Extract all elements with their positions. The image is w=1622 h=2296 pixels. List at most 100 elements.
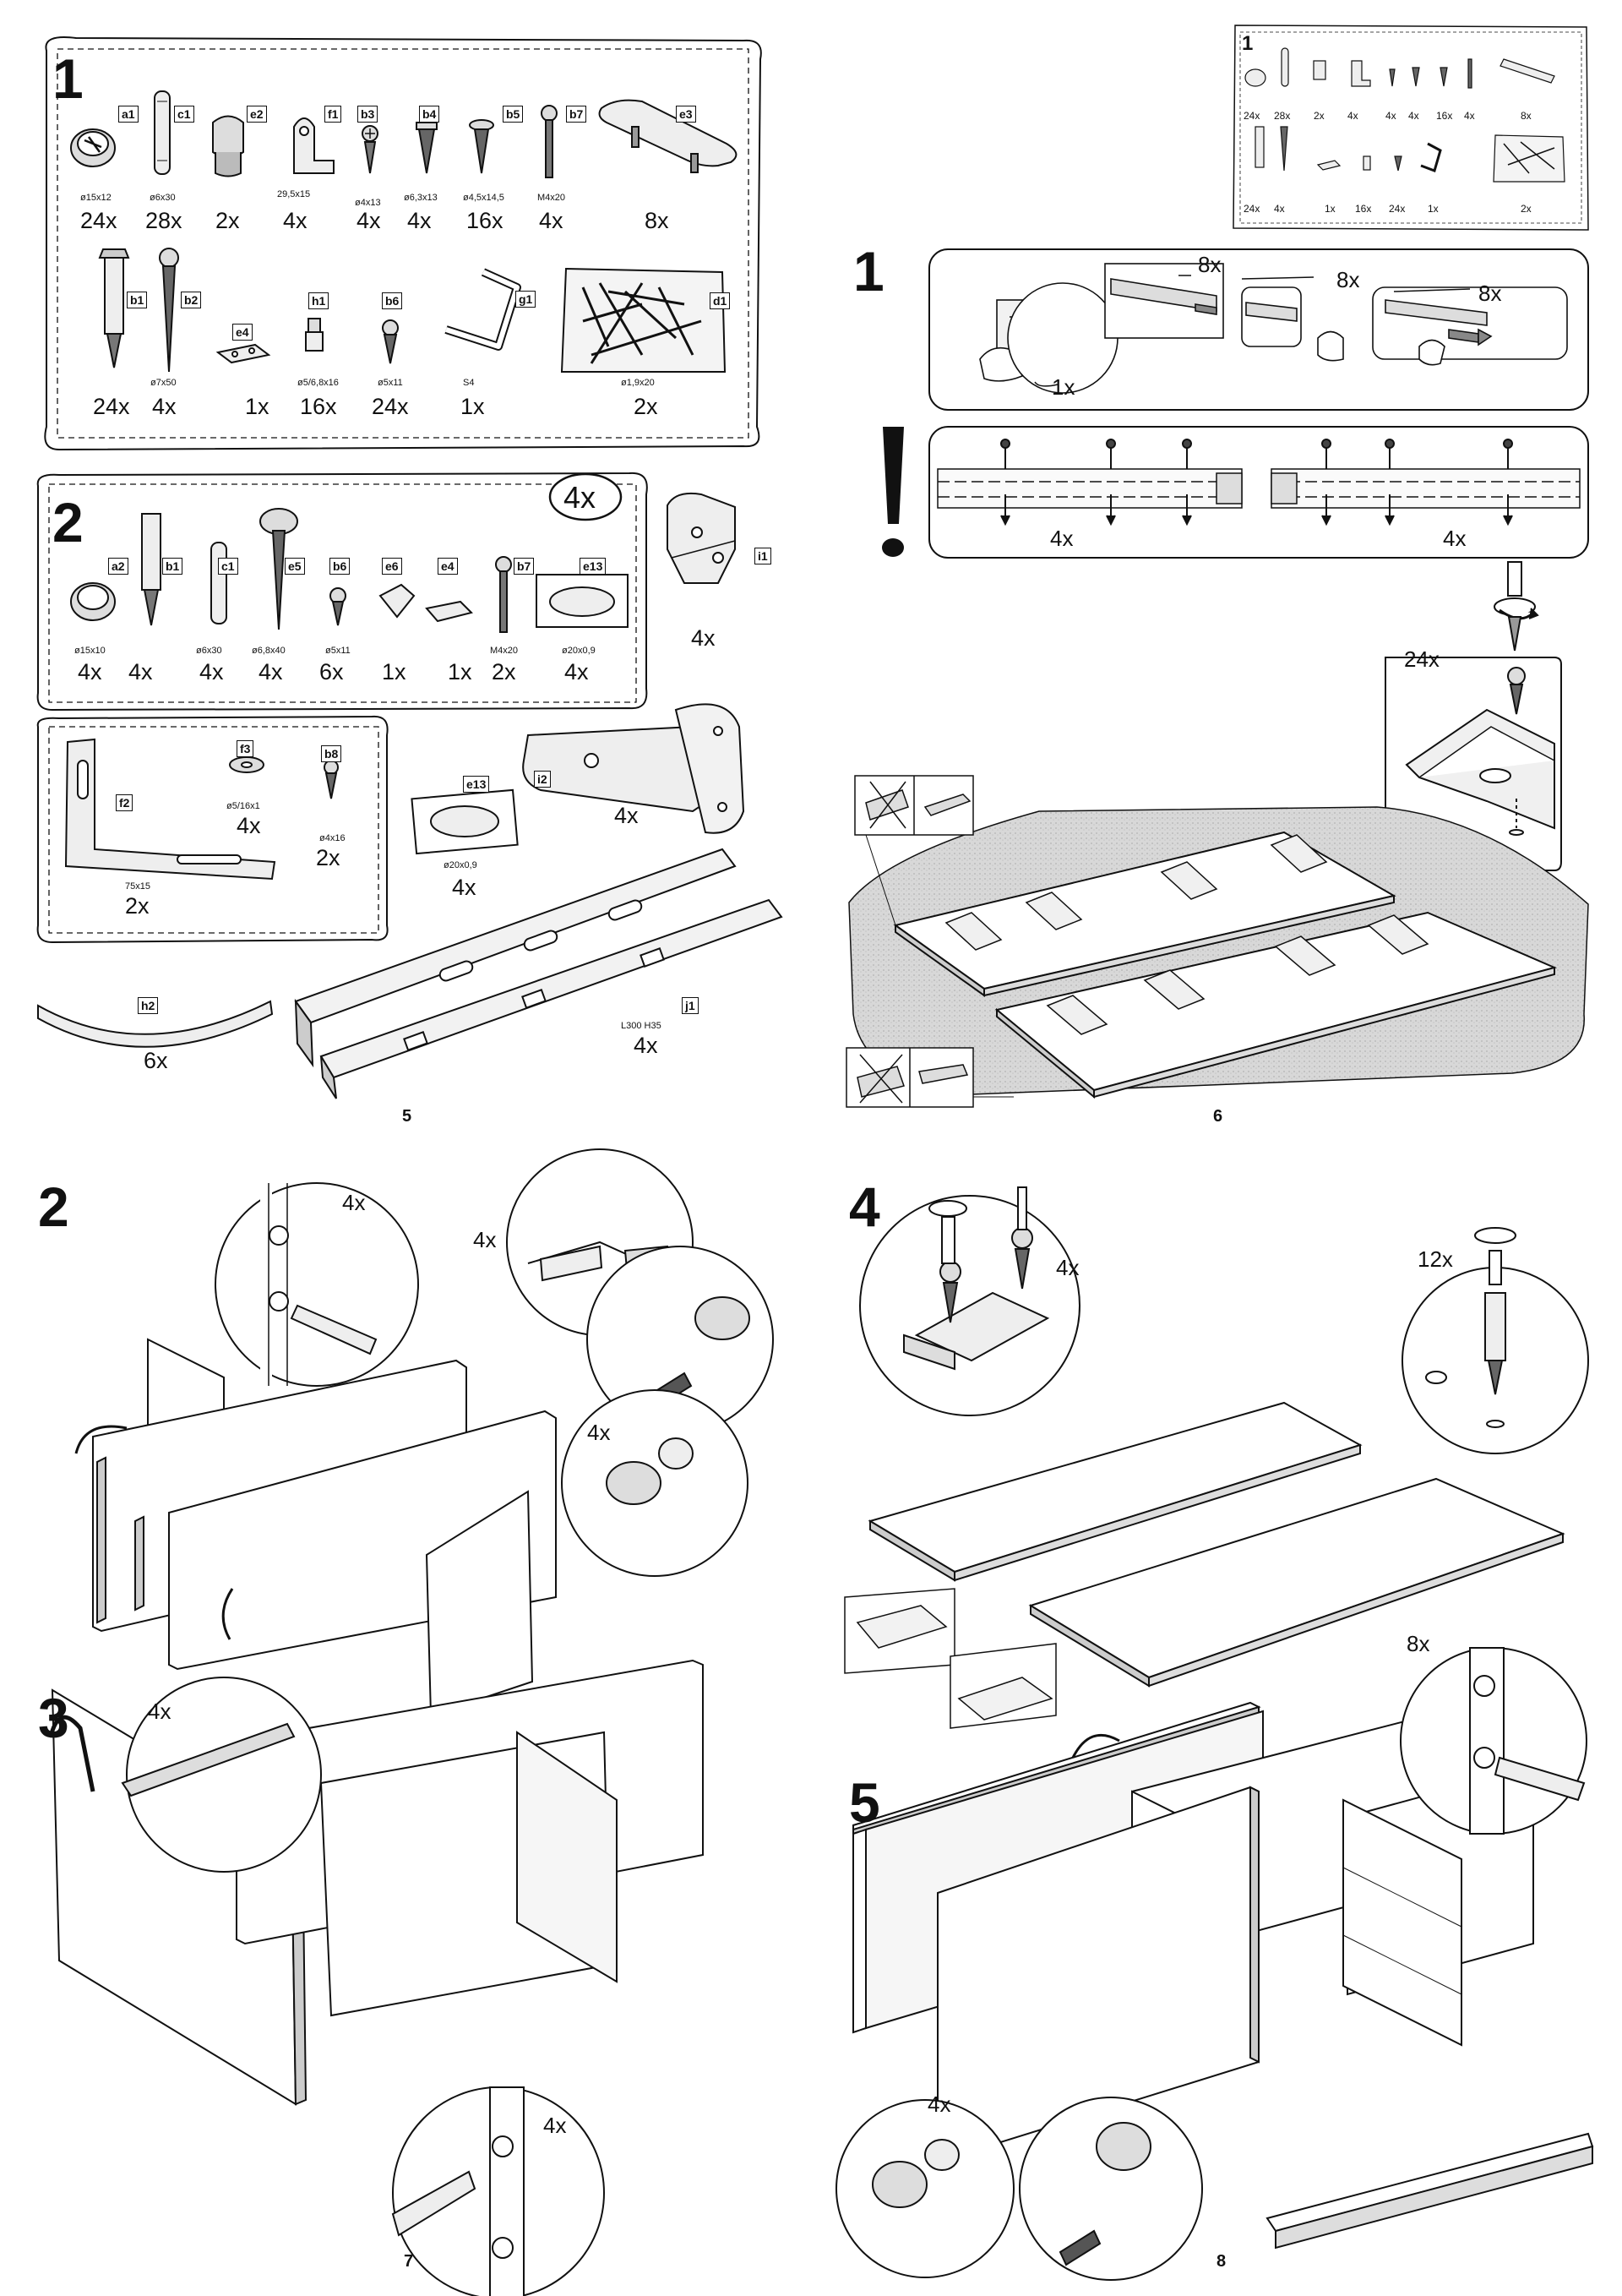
code-j1: j1 (682, 997, 699, 1014)
dim-f3: ø5/16x1 (226, 801, 260, 811)
code-i2: i2 (534, 771, 551, 788)
qty-j1: 4x (634, 1033, 658, 1058)
mini-qty-7: 16x (1436, 110, 1453, 122)
qty-b7: 4x (539, 208, 563, 233)
mini-inventory-drawings (1244, 47, 1565, 183)
code-b2: b2 (181, 292, 202, 308)
mini-qty-8: 4x (1464, 110, 1475, 122)
slides-label-2: 8x (1336, 267, 1360, 292)
p2-dim-b7: M4x20 (490, 646, 519, 656)
dim-b5: ø4,5x14,5 (463, 193, 504, 203)
p2-code-b6: b6 (329, 558, 351, 575)
mini-qty-15: 1x (1428, 203, 1439, 215)
qty-b3: 4x (357, 208, 381, 233)
code-e13-loose: e13 (463, 776, 490, 793)
p2-qty-e4: 1x (448, 659, 472, 684)
p7-step3-number: 3 (38, 1687, 69, 1749)
code-b4: b4 (419, 106, 440, 123)
code-b7: b7 (566, 106, 587, 123)
p2-code-b1: b1 (162, 558, 183, 575)
corner-detail-top (854, 775, 974, 926)
p2-qty-i1: 4x (691, 625, 716, 651)
mini-qty-11: 4x (1274, 203, 1285, 215)
shelf-boards (893, 831, 1558, 1099)
p2-code-e4: e4 (438, 558, 458, 575)
qty-d1: 2x (634, 394, 658, 419)
qty-c1: 28x (145, 208, 182, 233)
p2-qty-e6: 1x (382, 659, 406, 684)
p2-dim-b6: ø5x11 (325, 646, 351, 656)
code-f3: f3 (237, 740, 254, 757)
panel2-multiplier-bubble (548, 472, 623, 521)
p2-qty-b6: 6x (319, 659, 344, 684)
p2-qty-b1: 4x (128, 659, 153, 684)
mini-qty-13: 16x (1355, 203, 1372, 215)
p8-arrow (1071, 1733, 1120, 1759)
mini-qty-16: 2x (1521, 203, 1532, 215)
slides-label-3: 8x (1478, 281, 1502, 306)
code-c1: c1 (174, 106, 194, 123)
page-number-7: 7 (404, 2252, 414, 2271)
dim-b8: ø4x16 (319, 833, 346, 843)
mini-qty-14: 24x (1389, 203, 1406, 215)
qty-h1: 16x (300, 394, 337, 419)
qty-b2: 4x (152, 394, 177, 419)
p2-code-i1: i1 (754, 548, 771, 564)
code-b6: b6 (382, 292, 403, 309)
page-number-5: 5 (402, 1107, 412, 1126)
dim-e13-loose: ø20x0,9 (444, 860, 477, 870)
p8-step5-number: 5 (849, 1771, 880, 1834)
dim-d1: ø1,9x20 (621, 378, 655, 388)
dim-g1: S4 (463, 378, 475, 388)
code-b8: b8 (321, 745, 342, 762)
p7-step3-panels (51, 1659, 704, 2106)
code-b3: b3 (357, 106, 378, 123)
slides-label-4: 1x (1052, 374, 1075, 400)
mini-inventory-frame (1233, 25, 1589, 231)
p7-step3-label-1: 4x (148, 1699, 171, 1724)
code-e4: e4 (232, 324, 253, 341)
p2-code-e13: e13 (580, 558, 607, 575)
p7-step2-label-1: 4x (342, 1190, 366, 1215)
qty-e4: 1x (245, 394, 269, 419)
p2-code-e6: e6 (382, 558, 402, 575)
p8-step4-label-1: 4x (1056, 1255, 1080, 1280)
loose-parts-drawings (37, 703, 783, 1099)
qty-b1: 24x (93, 394, 130, 419)
dim-b3: ø4x13 (355, 198, 381, 208)
panel2-drawings (70, 492, 736, 633)
dim-a1: ø15x12 (80, 193, 112, 203)
mini-qty-6: 4x (1408, 110, 1419, 122)
screwdriver-drawing (1494, 561, 1539, 652)
p6-step-number: 1 (853, 240, 884, 303)
p2-code-c1: c1 (218, 558, 238, 575)
p2-dim-c1: ø6x30 (196, 646, 222, 656)
mini-qty-9: 8x (1521, 110, 1532, 122)
panel1-step-number: 1 (52, 47, 84, 110)
p7-step3-bubbles (48, 1677, 605, 2296)
hardware-row2-drawings (98, 248, 727, 373)
p2-qty-c1: 4x (199, 659, 224, 684)
step1-slides-drawings (979, 263, 1568, 394)
qty-a1: 24x (80, 208, 117, 233)
warning-exclamation-icon (882, 427, 904, 557)
warning-label-left: 4x (1050, 526, 1074, 551)
p7-step2-number: 2 (38, 1175, 69, 1238)
mini-qty-10: 24x (1244, 203, 1260, 215)
dim-c1: ø6x30 (150, 193, 176, 203)
code-f1: f1 (324, 106, 342, 123)
p7-step2-label-2: 4x (473, 1227, 497, 1252)
warning-screws (1000, 439, 1513, 526)
p2-dim-e5: ø6,8x40 (252, 646, 286, 656)
dim-b7: M4x20 (537, 193, 566, 203)
panel1-frame (44, 36, 762, 451)
code-h1: h1 (308, 292, 329, 309)
p7-step2-label-3: 4x (587, 1420, 611, 1445)
p7-step2-bubbles (215, 1148, 774, 1577)
qty-b5: 16x (466, 208, 503, 233)
hardware-row1-drawings (70, 90, 738, 178)
qty-e3: 8x (645, 208, 669, 233)
dim-b2: ø7x50 (150, 378, 177, 388)
